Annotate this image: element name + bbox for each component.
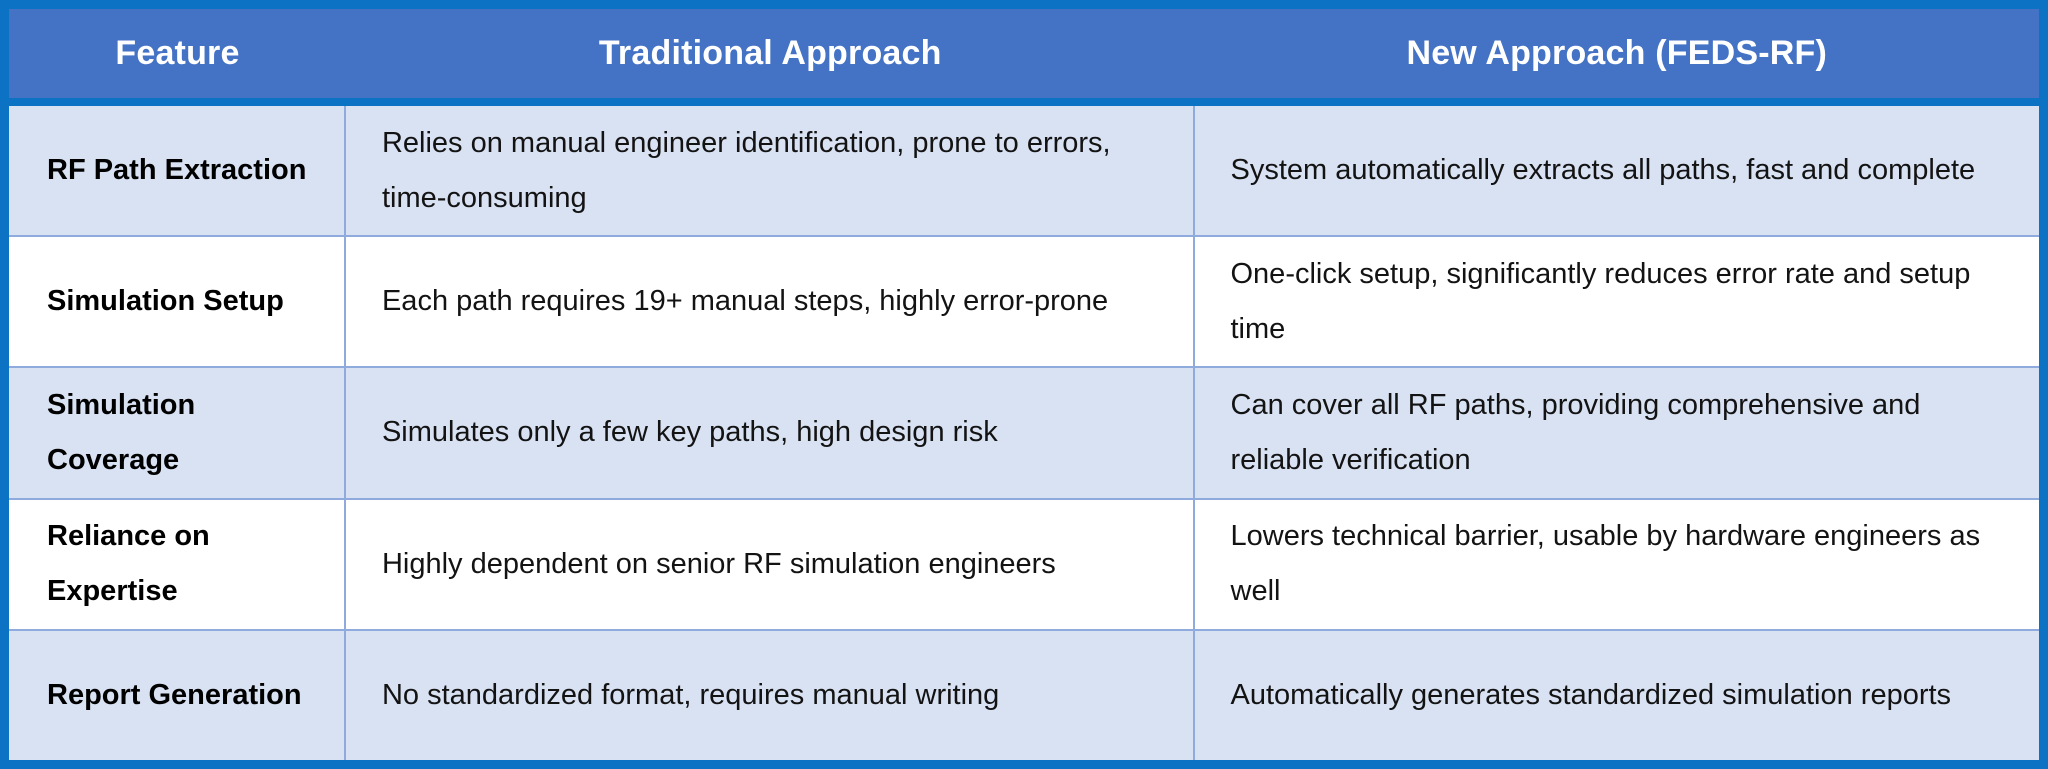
feature-cell: RF Path Extraction bbox=[9, 106, 346, 236]
column-header-feature: Feature bbox=[115, 34, 240, 72]
table-row: Simulation Coverage Simulates only a few… bbox=[9, 366, 2039, 498]
feature-cell: Simulation Coverage bbox=[9, 368, 346, 498]
table-header-row: Feature Traditional Approach New Approac… bbox=[9, 9, 2039, 106]
table-row: RF Path Extraction Relies on manual engi… bbox=[9, 106, 2039, 236]
table-body: RF Path Extraction Relies on manual engi… bbox=[9, 106, 2039, 761]
traditional-approach-cell: No standardized format, requires manual … bbox=[346, 630, 1195, 761]
feature-cell: Simulation Setup bbox=[9, 237, 346, 367]
table-row: Report Generation No standardized format… bbox=[9, 628, 2039, 761]
table-row: Reliance on Expertise Highly dependent o… bbox=[9, 497, 2039, 629]
traditional-approach-cell: Highly dependent on senior RF simulation… bbox=[346, 499, 1195, 629]
new-approach-cell: Lowers technical barrier, usable by hard… bbox=[1230, 520, 1981, 608]
traditional-approach-cell: Each path requires 19+ manual steps, hig… bbox=[346, 237, 1195, 367]
table-row: Simulation Setup Each path requires 19+ … bbox=[9, 235, 2039, 367]
new-approach-cell: System automatically extracts all paths,… bbox=[1230, 154, 1976, 187]
traditional-approach-cell: Relies on manual engineer identification… bbox=[346, 106, 1195, 236]
column-header-traditional-approach: Traditional Approach bbox=[598, 34, 942, 72]
feature-cell: Reliance on Expertise bbox=[9, 499, 346, 629]
column-header-new-approach: New Approach (FEDS-RF) bbox=[1406, 34, 1828, 72]
new-approach-cell: One-click setup, significantly reduces e… bbox=[1230, 257, 1971, 345]
new-approach-cell: Can cover all RF paths, providing compre… bbox=[1230, 388, 1921, 476]
new-approach-cell: Automatically generates standardized sim… bbox=[1230, 678, 1952, 711]
traditional-approach-cell: Simulates only a few key paths, high des… bbox=[346, 368, 1195, 498]
feature-cell: Report Generation bbox=[9, 630, 346, 761]
